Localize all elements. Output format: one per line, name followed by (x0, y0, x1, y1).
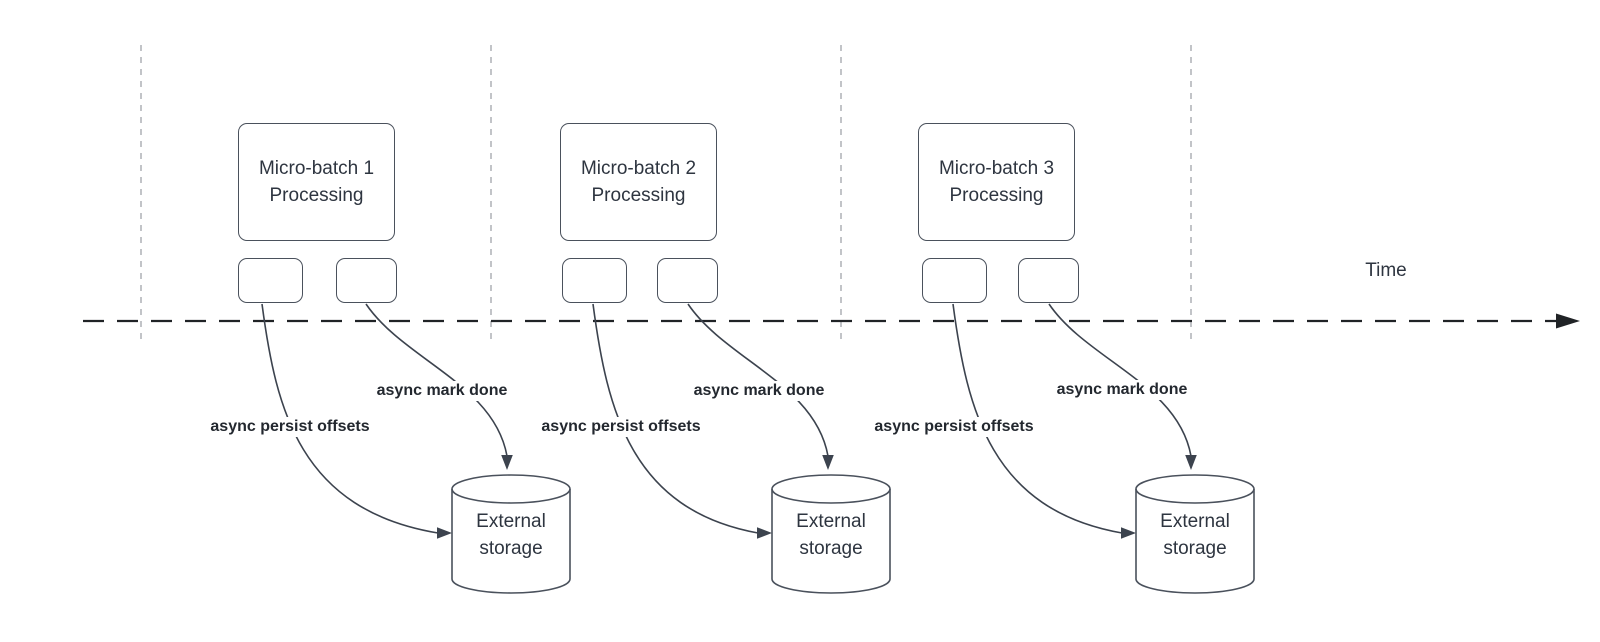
time-axis-arrowhead (1556, 313, 1580, 329)
micro-batch-3-title-line1: Micro-batch 3 (938, 158, 1055, 179)
mb2-small-box-right (657, 258, 718, 303)
micro-batch-1-title-line2: Processing (269, 185, 364, 206)
micro-batch-2-title-line2: Processing (591, 185, 686, 206)
mb1-small-box-right (336, 258, 397, 303)
micro-batch-1-box: Micro-batch 1 Processing (238, 123, 395, 241)
mb2-external-storage-cylinder (771, 474, 891, 594)
mb1-mark-done-arrow (365, 303, 508, 457)
mb2-external-storage-label: External storage (796, 511, 866, 559)
mb3-persist-offsets-label: async persist offsets (870, 417, 1038, 437)
mb3-small-box-right (1018, 258, 1079, 303)
micro-batch-2-title-line1: Micro-batch 2 (580, 158, 697, 179)
mb2-persist-offsets-label: async persist offsets (537, 417, 705, 437)
mb3-mark-done-label: async mark done (1052, 380, 1192, 400)
micro-batch-3-title-line2: Processing (949, 185, 1044, 206)
mb3-persist-offsets-arrowhead (1121, 527, 1136, 539)
time-axis-label: Time (1365, 260, 1407, 281)
micro-batch-1-title-line1: Micro-batch 1 (258, 158, 375, 179)
mb3-persist-offsets-arrow (952, 303, 1123, 534)
mb2-persist-offsets-arrow (592, 303, 759, 534)
mb2-small-box-left (562, 258, 627, 303)
mb3-external-storage-label: External storage (1160, 511, 1230, 559)
mb1-persist-offsets-arrowhead (437, 527, 452, 539)
mb1-external-storage-label: External storage (476, 511, 546, 559)
mb1-small-box-left (238, 258, 303, 303)
mb1-persist-offsets-label: async persist offsets (206, 417, 374, 437)
mb1-persist-offsets-arrow (261, 303, 439, 534)
micro-batch-3-box: Micro-batch 3 Processing (918, 123, 1075, 241)
mb2-mark-done-label: async mark done (689, 381, 829, 401)
mb2-mark-done-arrowhead (822, 455, 834, 470)
mb2-persist-offsets-arrowhead (757, 527, 772, 539)
mb1-mark-done-label: async mark done (372, 381, 512, 401)
mb3-small-box-left (922, 258, 987, 303)
mb1-external-storage-cylinder (451, 474, 571, 594)
mb3-external-storage-cylinder (1135, 474, 1255, 594)
micro-batch-2-box: Micro-batch 2 Processing (560, 123, 717, 241)
mb1-mark-done-arrowhead (501, 455, 513, 470)
mb3-mark-done-arrowhead (1185, 455, 1197, 470)
mb2-mark-done-arrow (687, 303, 829, 457)
mb3-mark-done-arrow (1048, 303, 1192, 457)
